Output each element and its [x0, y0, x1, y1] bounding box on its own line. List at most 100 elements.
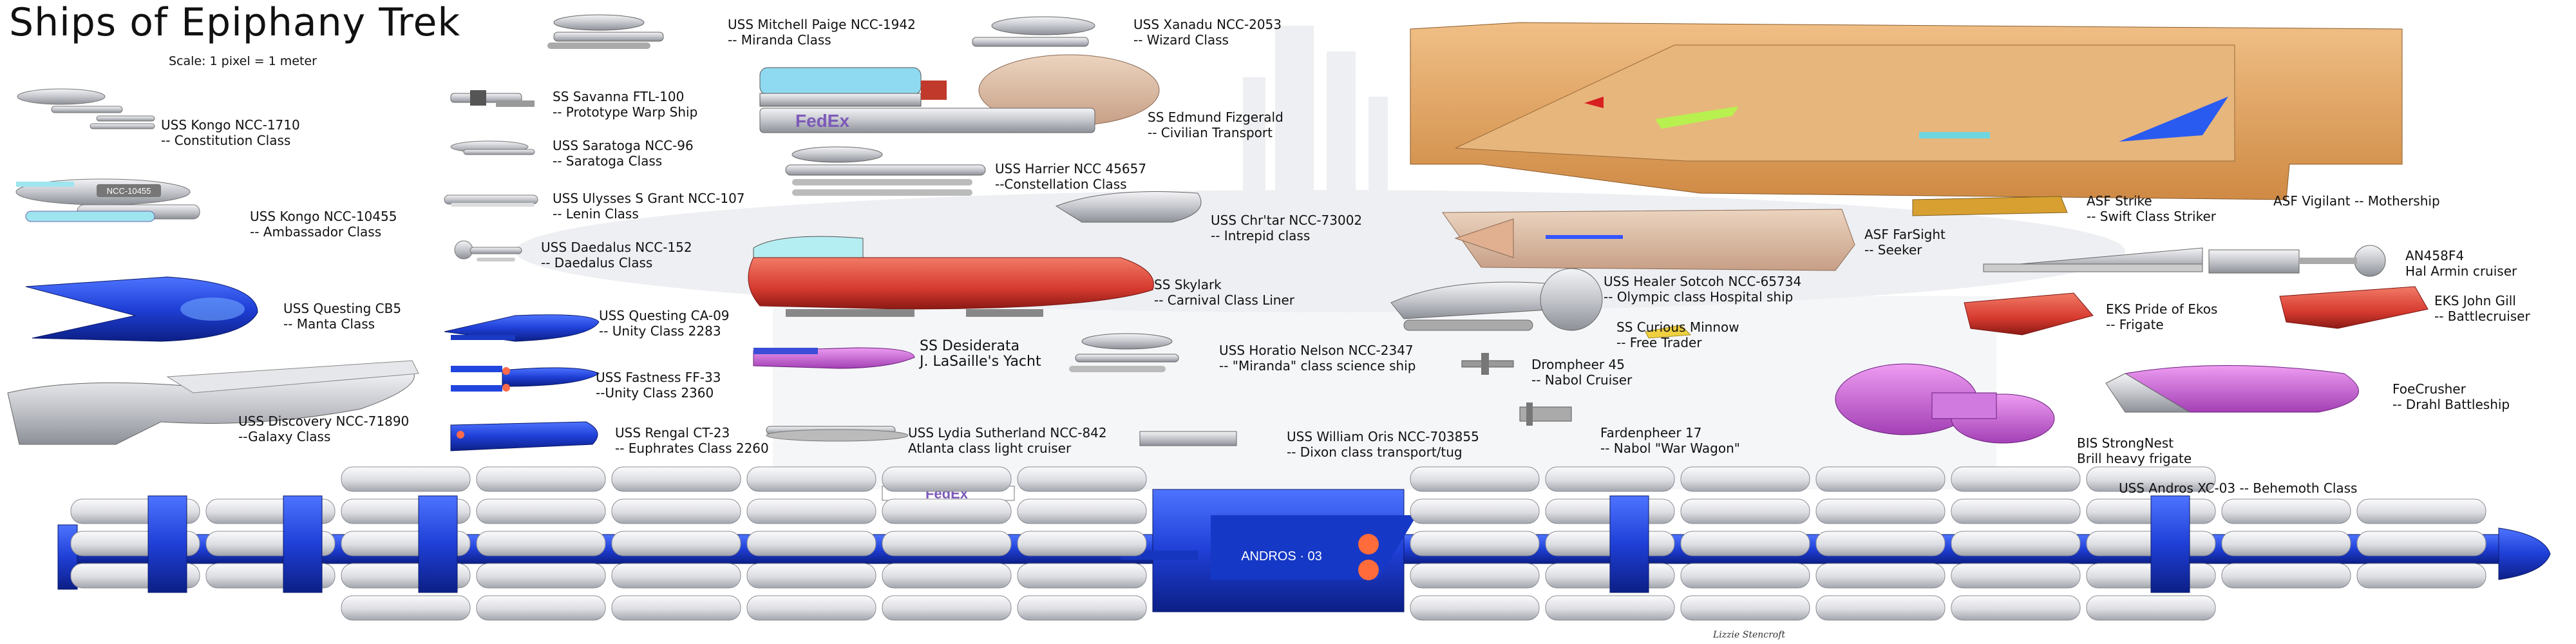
cargo-pod	[1017, 498, 1147, 524]
cargo-pod	[1410, 466, 1540, 492]
cargo-pod	[341, 595, 471, 621]
cargo-pod	[1017, 531, 1147, 556]
ship-minnow	[1645, 325, 1692, 339]
cargo-pod	[2086, 595, 2216, 621]
cargo-pod	[1951, 531, 2081, 556]
label-ekos-pride: EKS Pride of Ekos-- Frigate	[2106, 301, 2218, 332]
cargo-pod	[476, 466, 606, 492]
cargo-pod	[1680, 595, 1810, 621]
cargo-pod	[2356, 531, 2486, 556]
ship-william	[1139, 431, 1237, 446]
ship-questing-cb5	[25, 276, 258, 342]
ship-skylark	[748, 236, 1154, 317]
label-daedalus: USS Daedalus NCC-152-- Daedalus Class	[541, 240, 692, 270]
cargo-pod	[476, 498, 606, 524]
cargo-pod	[476, 595, 606, 621]
label-fardenpheer: Fardenpheer 17-- Nabol "War Wagon"	[1600, 425, 1740, 456]
ship-ekos-john	[2279, 286, 2429, 329]
cargo-pod	[2086, 466, 2216, 492]
cargo-pod	[1815, 563, 1946, 589]
label-mitchell: USS Mitchell Paige NCC-1942-- Miranda Cl…	[728, 17, 916, 48]
label-chrtar: USS Chr'tar NCC-73002-- Intrepid class	[1211, 213, 1363, 243]
cargo-pod	[611, 563, 741, 589]
cargo-pod	[1951, 563, 2081, 589]
hull-strut	[147, 495, 187, 593]
label-savanna: SS Savanna FTL-100-- Prototype Warp Ship	[553, 89, 698, 120]
label-skylark: SS Skylark-- Carnival Class Liner	[1154, 277, 1294, 308]
label-kongo-1710: USS Kongo NCC-1710-- Constitution Class	[161, 117, 300, 148]
ship-rengal	[450, 421, 598, 451]
label-william: USS William Oris NCC-703855-- Dixon clas…	[1287, 429, 1479, 460]
cargo-pod	[2356, 563, 2486, 589]
cargo-pod	[746, 563, 876, 589]
label-rengal: USS Rengal CT-23-- Euphrates Class 2260	[615, 425, 769, 456]
ship-questing-ca09	[444, 314, 600, 342]
cargo-pod	[746, 466, 876, 492]
cargo-pod	[1680, 498, 1810, 524]
label-vigilant: ASF Vigilant -- Mothership	[2273, 193, 2440, 209]
ship-strongnest	[1835, 363, 2055, 444]
ship-fastness	[451, 366, 600, 392]
cargo-pod	[1017, 563, 1147, 589]
cargo-pod	[1410, 531, 1540, 556]
cargo-pod	[1951, 498, 2081, 524]
cargo-pod	[882, 595, 1012, 621]
label-farsight: ASF FarSight-- Seeker	[1864, 227, 1946, 258]
cargo-pod	[1815, 595, 1946, 621]
label-foecrusher: FoeCrusher-- Drahl Battleship	[2392, 381, 2510, 412]
cargo-pod	[746, 531, 876, 556]
label-ekos-john: EKS John Gill-- Battlecruiser	[2434, 293, 2530, 324]
label-discovery: USS Discovery NCC-71890--Galaxy Class	[238, 413, 410, 444]
label-horatio: USS Horatio Nelson NCC-2347-- "Miranda" …	[1219, 343, 1416, 374]
andros-cargo-pods	[70, 466, 2486, 621]
ship-savanna	[450, 90, 535, 107]
hull-strut	[2150, 495, 2190, 593]
cargo-pod	[1410, 498, 1540, 524]
label-strike: ASF Strike-- Swift Class Striker	[2087, 193, 2216, 224]
ship-harrier	[785, 146, 986, 196]
label-minnow: SS Curious Minnow-- Free Trader	[1616, 319, 1739, 350]
cargo-pod	[1545, 466, 1675, 492]
ship-fitzgerald: FedEx	[759, 54, 1160, 133]
hull-strut	[283, 495, 323, 593]
ship-discovery	[7, 360, 419, 445]
label-fitzgerald: SS Edmund Fizgerald-- Civilian Transport	[1148, 109, 1283, 140]
cargo-pod	[746, 595, 876, 621]
ship-daedalus	[454, 240, 522, 261]
ship-vigilant-mothership	[1410, 22, 2403, 200]
label-ulysses: USS Ulysses S Grant NCC-107-- Lenin Clas…	[553, 191, 745, 222]
signature-marking: Lizzie Stencroft	[1712, 630, 1785, 640]
cargo-pod	[882, 466, 1012, 492]
andros-hull-marking: ANDROS · 03	[1241, 549, 1322, 564]
label-xanadu: USS Xanadu NCC-2053-- Wizard Class	[1133, 17, 1282, 48]
cargo-pod	[1545, 595, 1675, 621]
label-andros: USS Andros XC-03 -- Behemoth Class	[2119, 480, 2358, 496]
ship-strike	[1912, 196, 2068, 216]
ship-fardenpheer	[1519, 402, 1572, 426]
cargo-pod	[1680, 466, 1810, 492]
label-questing-cb5: USS Questing CB5-- Manta Class	[283, 301, 402, 332]
ship-desiderata	[753, 347, 915, 369]
ship-lydia	[766, 426, 909, 442]
cargo-pod	[1815, 531, 1946, 556]
ship-ekos-pride	[1964, 292, 2094, 336]
cargo-pod	[882, 498, 1012, 524]
cargo-pod	[1410, 563, 1540, 589]
cargo-pod	[1951, 466, 2081, 492]
cargo-pod	[882, 563, 1012, 589]
cargo-pod	[1680, 563, 1810, 589]
cargo-pod	[1951, 595, 2081, 621]
ship-kongo-1710	[17, 88, 155, 129]
ship-foecrusher	[2105, 365, 2359, 413]
cargo-pod	[611, 498, 741, 524]
ship-ulysses	[444, 194, 538, 207]
ship-an458	[1983, 245, 2386, 277]
hull-strut	[1609, 495, 1649, 593]
label-questing-ca09: USS Questing CA-09-- Unity Class 2283	[599, 308, 730, 339]
cargo-pod	[1017, 466, 1147, 492]
